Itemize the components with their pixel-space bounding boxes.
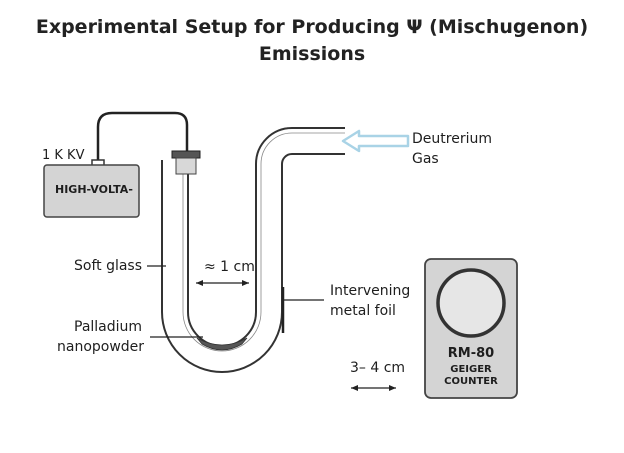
tube-stopper xyxy=(171,150,201,159)
voltage-label: 1 K KV xyxy=(42,148,85,163)
gas-inflow-arrow xyxy=(341,129,410,153)
geiger-model-label: RM-80 xyxy=(447,346,495,361)
geiger-label-line-1: GEIGER xyxy=(450,364,492,375)
tube-stopper-plug xyxy=(175,157,197,175)
palladium-label-line-1: Palladium xyxy=(74,319,143,335)
gap-arrowhead-left xyxy=(196,280,203,286)
power-supply-label: HIGH-VOLTA- xyxy=(55,183,133,196)
foil-label-line-2: metal foil xyxy=(330,303,396,319)
gas-label-line-2: Gas xyxy=(412,151,439,167)
glass-tube-inner xyxy=(163,129,345,371)
distance-label: 3– 4 cm xyxy=(350,360,406,376)
palladium-powder xyxy=(196,337,248,351)
soft-glass-label: Soft glass xyxy=(74,258,143,274)
power-supply-box xyxy=(43,164,140,218)
title-line-1: Experimental Setup for Producing Ψ (Misc… xyxy=(35,16,589,38)
gas-label-line-1: Deutrerium xyxy=(412,131,492,147)
geiger-counter-window xyxy=(436,268,506,338)
gap-arrowhead-right xyxy=(242,280,249,286)
distance-arrowhead-left xyxy=(351,385,358,391)
palladium-label-line-2: nanopowder xyxy=(57,339,145,355)
glass-tube-inner-wall xyxy=(182,132,345,352)
diagram-title: Experimental Setup for Producing Ψ (Misc… xyxy=(0,14,624,68)
title-line-2: Emissions xyxy=(258,43,366,65)
geiger-label-line-2: COUNTER xyxy=(444,376,498,387)
distance-arrowhead-right xyxy=(389,385,396,391)
gap-label: ≈ 1 cm xyxy=(204,259,255,275)
power-wire xyxy=(96,111,189,165)
foil-label-line-1: Intervening xyxy=(330,283,411,299)
